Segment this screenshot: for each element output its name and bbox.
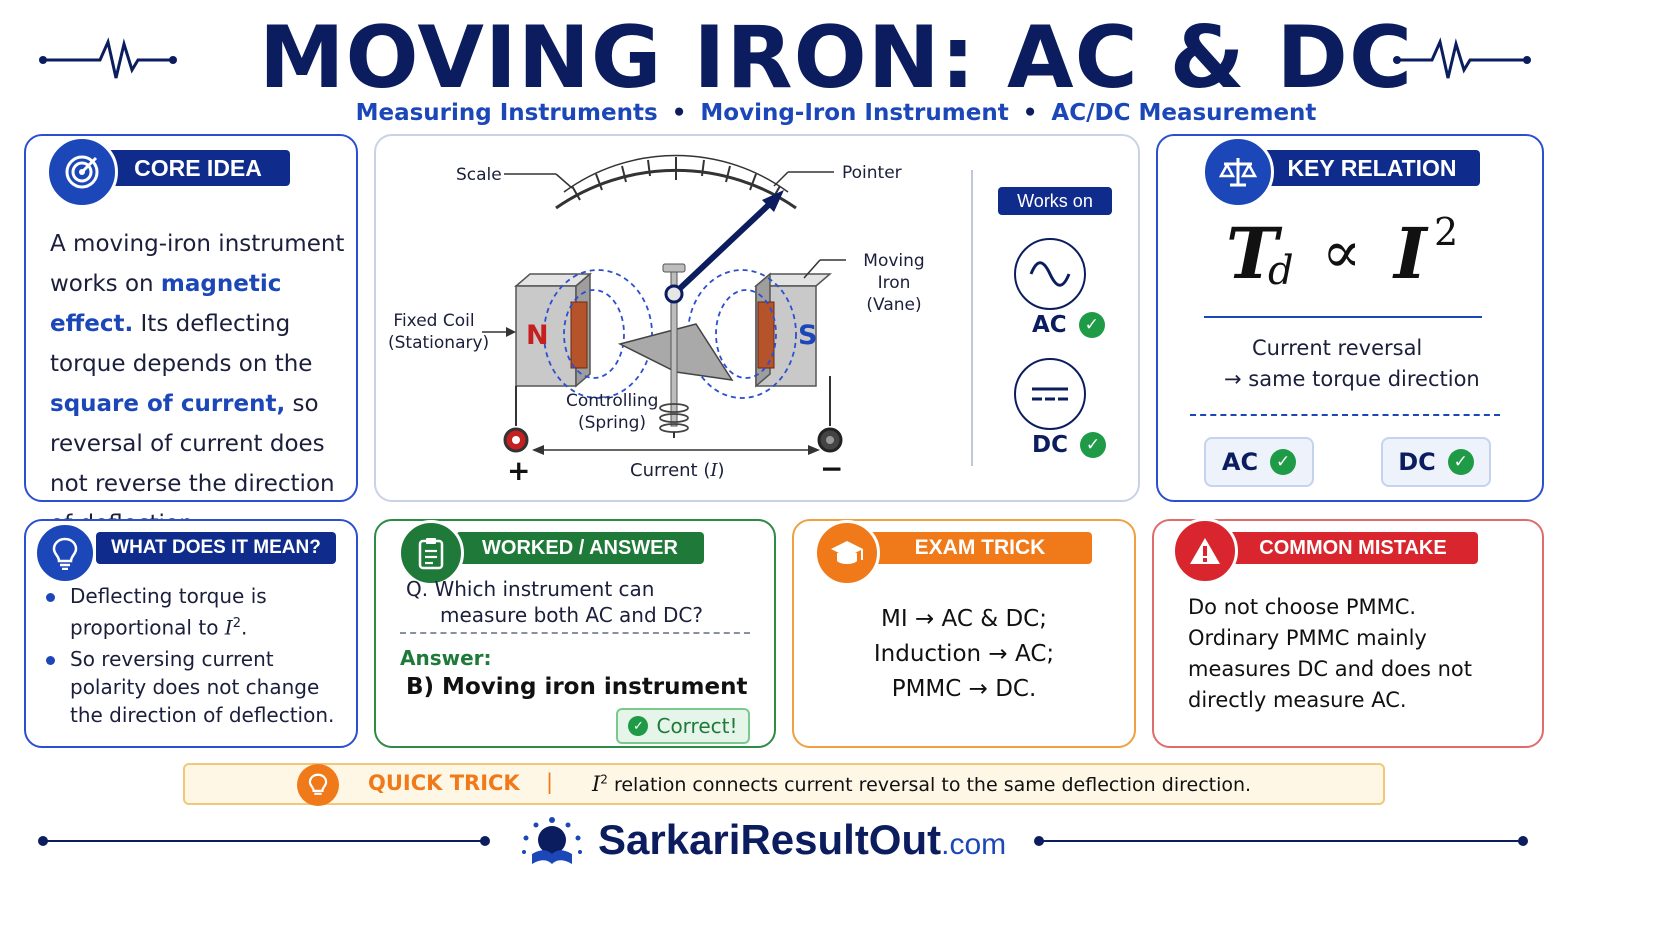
check-icon: ✓ [1447, 449, 1474, 475]
meaning-bullet-2: So reversing current polarity does not c… [46, 645, 346, 729]
works-on-heading: Works on [998, 187, 1112, 215]
graduation-cap-icon [814, 520, 880, 586]
label-scale: Scale [456, 165, 502, 185]
worked-answer-label: Answer: [400, 646, 492, 670]
quick-trick-bar [183, 763, 1385, 805]
meaning-heading: WHAT DOES IT MEAN? [96, 532, 336, 564]
exam-trick-lines: MI → AC & DC; Induction → AC; PMMC → DC. [792, 602, 1136, 707]
key-relation-heading: KEY RELATION [1264, 150, 1480, 186]
footer-dot [38, 836, 48, 846]
pulse-line-left [39, 37, 177, 79]
key-relation-line-2: → same torque direction [1224, 367, 1480, 391]
check-icon: ✓ [1079, 432, 1106, 458]
terminal-minus-label: − [820, 452, 844, 485]
label-fixed-coil: Fixed Coil(Stationary) [388, 311, 490, 353]
subtitle-item: AC/DC Measurement [1051, 100, 1317, 126]
footer-brand[interactable]: SarkariResultOut.com [598, 816, 1007, 863]
subtitle-item: Moving-Iron Instrument [700, 100, 1009, 126]
check-icon: ✓ [1270, 449, 1297, 475]
label-spring: Controlling(Spring) [566, 391, 659, 433]
lightbulb-icon [297, 764, 339, 806]
footer-dot [480, 836, 490, 846]
pole-n-label: N [526, 320, 549, 351]
formula-underline [1204, 316, 1482, 318]
formula: T d ∝ I 2 [1226, 210, 1459, 295]
exam-trick-line-1: MI → AC & DC; [881, 606, 1047, 632]
key-relation-dashed-divider [1190, 414, 1500, 416]
clipboard-icon [398, 520, 464, 586]
check-icon: ✓ [1078, 312, 1105, 338]
subtitle: Measuring Instruments•Moving-Iron Instru… [355, 100, 1317, 126]
works-on-divider [971, 170, 973, 466]
moving-iron-diagram [482, 154, 846, 455]
worked-dashed-divider [400, 632, 750, 634]
subtitle-item: Measuring Instruments [355, 100, 658, 126]
balance-scale-icon [1202, 136, 1274, 208]
footer-dot [1034, 836, 1044, 846]
key-relation-line-1: Current reversal [1252, 336, 1423, 360]
worked-heading: WORKED / ANSWER [456, 532, 704, 564]
core-idea-heading: CORE IDEA [106, 150, 290, 186]
worked-answer: B) Moving iron instrument [406, 674, 748, 700]
exam-trick-line-3: PMMC → DC. [891, 676, 1037, 702]
works-on-ac: AC✓ [1032, 312, 1105, 338]
pole-s-label: S [798, 320, 818, 351]
badge-dc: DC✓ [1381, 437, 1491, 487]
correct-badge: ✓Correct! [616, 708, 750, 744]
label-current: Current (I) [630, 460, 725, 481]
brand-logo-icon [522, 817, 582, 864]
mistake-heading: COMMON MISTAKE [1228, 532, 1478, 564]
exam-trick-line-2: Induction → AC; [873, 641, 1055, 667]
core-idea-text: A moving-iron instrument works on magnet… [50, 231, 345, 537]
quick-trick-separator: | [546, 770, 554, 794]
lightbulb-icon [34, 522, 96, 584]
badge-ac: AC✓ [1204, 437, 1314, 487]
footer-line-right [1036, 840, 1526, 842]
pulse-line-right [1393, 37, 1531, 79]
works-on-dc: DC✓ [1032, 432, 1106, 458]
terminal-plus-label: + [507, 454, 531, 487]
dc-symbol-icon [1014, 358, 1086, 430]
mistake-text: Do not choose PMMC. Ordinary PMMC mainly… [1188, 595, 1473, 712]
target-icon [46, 136, 118, 208]
exam-trick-heading: EXAM TRICK [868, 532, 1092, 564]
label-moving-iron: Moving Iron(Vane) [863, 251, 925, 315]
footer-line-left [40, 840, 488, 842]
check-icon: ✓ [628, 716, 649, 736]
warning-icon [1172, 518, 1238, 584]
label-pointer: Pointer [842, 163, 902, 183]
page-title: MOVING IRON: AC & DC [258, 8, 1414, 108]
ac-wave-icon [1014, 238, 1086, 310]
quick-trick-text: I2 relation connects current reversal to… [592, 772, 1252, 796]
quick-trick-label: QUICK TRICK [368, 771, 520, 795]
footer-dot [1518, 836, 1528, 846]
